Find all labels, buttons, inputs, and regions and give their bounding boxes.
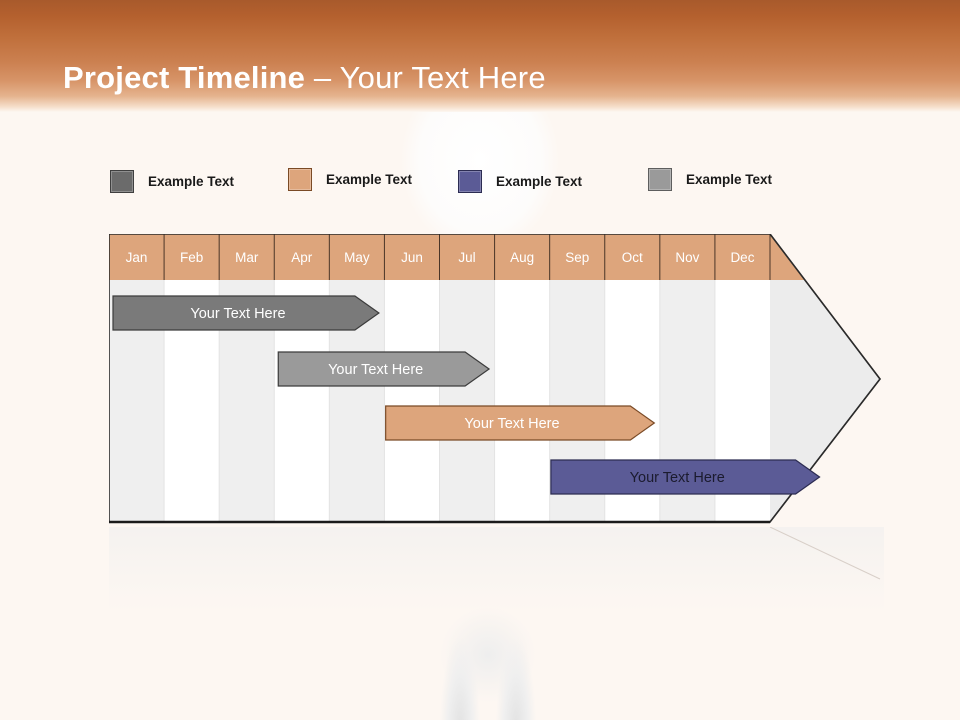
legend: Example Text Example Text Example Text Exam…: [0, 160, 960, 200]
legend-swatch-icon-4: [648, 168, 672, 191]
month-header-band: [109, 234, 805, 280]
page-title: Project Timeline – Your Text Here: [63, 60, 546, 96]
month-label-Apr: Apr: [291, 250, 313, 265]
timeline-chart-svg: Jan Feb Mar Apr May Jun Jul Aug Sep Oct Nov DecYour…: [109, 234, 882, 524]
legend-swatch-icon-3: [458, 170, 482, 193]
timeline-bar-4[interactable]: Your Text Here: [550, 459, 821, 495]
timeline-bar-3[interactable]: Your Text Here: [385, 405, 656, 441]
timeline-bar-shape-1: [112, 295, 380, 331]
legend-label-4: Example Text: [686, 172, 773, 187]
reflection-arrow-edge: [769, 527, 881, 580]
timeline-column-band-Jul: [439, 280, 495, 522]
timeline-bar-2[interactable]: Your Text Here: [277, 351, 491, 387]
timeline-bar-shape-3: [385, 405, 656, 441]
legend-label-2: Example Text: [326, 172, 413, 187]
month-label-Oct: Oct: [622, 250, 643, 265]
legend-label-3: Example Text: [496, 174, 583, 189]
legend-item-2[interactable]: Example Text: [288, 168, 412, 191]
month-label-Aug: Aug: [510, 250, 534, 265]
header-band: Project Timeline – Your Text Here: [0, 0, 960, 112]
month-label-Nov: Nov: [675, 250, 699, 265]
timeline-bar-label-3: Your Text Here: [464, 416, 559, 432]
page-title-separator: –: [313, 60, 340, 95]
legend-swatch-icon-1: [110, 170, 134, 193]
legend-item-1[interactable]: Example Text: [110, 170, 234, 193]
timeline-bar-1[interactable]: Your Text Here: [112, 295, 380, 331]
timeline-bar-label-4: Your Text Here: [630, 470, 725, 486]
page-title-bold: Project Timeline: [63, 60, 314, 95]
legend-item-3[interactable]: Example Text: [458, 170, 582, 193]
month-label-Jan: Jan: [126, 250, 148, 265]
month-label-Feb: Feb: [180, 250, 203, 265]
chart-reflection: [109, 527, 884, 622]
month-label-Mar: Mar: [235, 250, 259, 265]
timeline-bar-shape-4: [550, 459, 821, 495]
timeline-bar-shape-2: [277, 351, 491, 387]
timeline-column-band-Aug: [494, 280, 550, 522]
legend-item-4[interactable]: Example Text: [648, 168, 772, 191]
month-label-May: May: [344, 250, 370, 265]
month-label-Jul: Jul: [458, 250, 475, 265]
month-label-Dec: Dec: [730, 250, 754, 265]
timeline-bar-label-1: Your Text Here: [190, 306, 285, 322]
page-title-light: Your Text Here: [339, 60, 546, 95]
chart-arrow-outline: [109, 234, 882, 523]
legend-swatch-icon-2: [288, 168, 312, 191]
timeline-column-band-Jun: [384, 280, 440, 522]
month-label-Sep: Sep: [565, 250, 589, 265]
legend-label-1: Example Text: [148, 174, 235, 189]
timeline-bar-label-2: Your Text Here: [328, 362, 423, 378]
month-label-Jun: Jun: [401, 250, 423, 265]
